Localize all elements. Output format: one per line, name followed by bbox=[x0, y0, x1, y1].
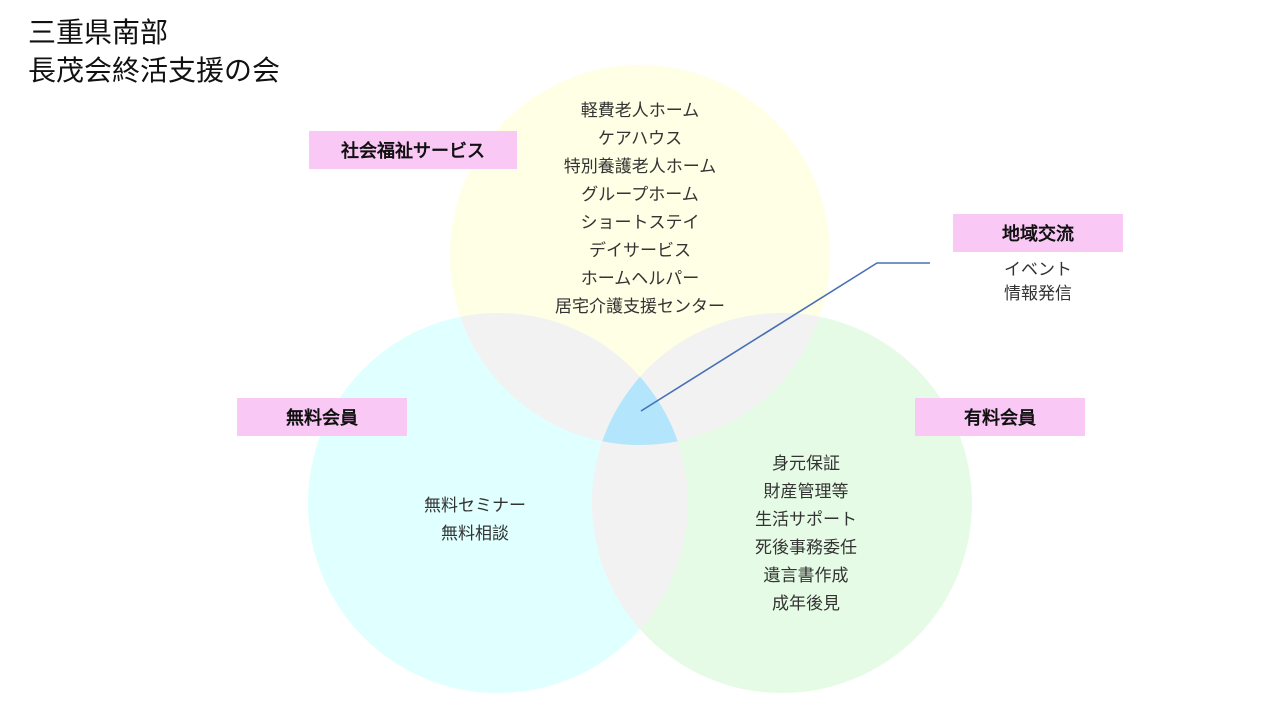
list-item: グループホーム bbox=[581, 185, 699, 205]
list-item: ホームヘルパー bbox=[580, 269, 700, 289]
title-line-region: 三重県南部 bbox=[28, 16, 169, 49]
overlap-top-right bbox=[592, 313, 830, 445]
community-list: イベント 情報発信 bbox=[978, 258, 1098, 306]
label-paid-member: 有料会員 bbox=[915, 398, 1085, 436]
list-item: イベント bbox=[1004, 260, 1072, 280]
label-community: 地域交流 bbox=[953, 214, 1123, 252]
page-title: 三重県南部 長茂会終活支援の会 bbox=[28, 14, 280, 90]
list-item: 遺言書作成 bbox=[763, 566, 849, 586]
list-item: 成年後見 bbox=[772, 594, 840, 614]
list-item: ケアハウス bbox=[597, 129, 683, 149]
list-item: 無料相談 bbox=[441, 524, 509, 544]
list-item: 死後事務委任 bbox=[755, 538, 857, 558]
list-item: デイサービス bbox=[589, 241, 691, 261]
label-free-member: 無料会員 bbox=[237, 398, 407, 436]
free-member-list: 無料セミナー 無料相談 bbox=[395, 492, 555, 548]
list-item: 財産管理等 bbox=[763, 482, 849, 502]
list-item: ショートステイ bbox=[580, 213, 700, 233]
list-item: 生活サポート bbox=[755, 510, 857, 530]
list-item: 身元保証 bbox=[772, 454, 840, 474]
list-item: 無料セミナー bbox=[424, 496, 526, 516]
list-item: 情報発信 bbox=[1004, 284, 1072, 304]
label-social-welfare: 社会福祉サービス bbox=[309, 131, 517, 169]
callout-line bbox=[640, 262, 930, 412]
list-item: 特別養護老人ホーム bbox=[563, 157, 717, 177]
list-item: 居宅介護支援センター bbox=[555, 297, 725, 317]
title-line-organization: 長茂会終活支援の会 bbox=[28, 54, 281, 87]
social-welfare-list: 軽費老人ホーム ケアハウス 特別養護老人ホーム グループホーム ショートステイ … bbox=[540, 97, 740, 321]
paid-member-list: 身元保証 財産管理等 生活サポート 死後事務委任 遺言書作成 成年後見 bbox=[726, 450, 886, 618]
list-item: 軽費老人ホーム bbox=[580, 101, 700, 121]
overlap-top-left bbox=[450, 313, 688, 445]
